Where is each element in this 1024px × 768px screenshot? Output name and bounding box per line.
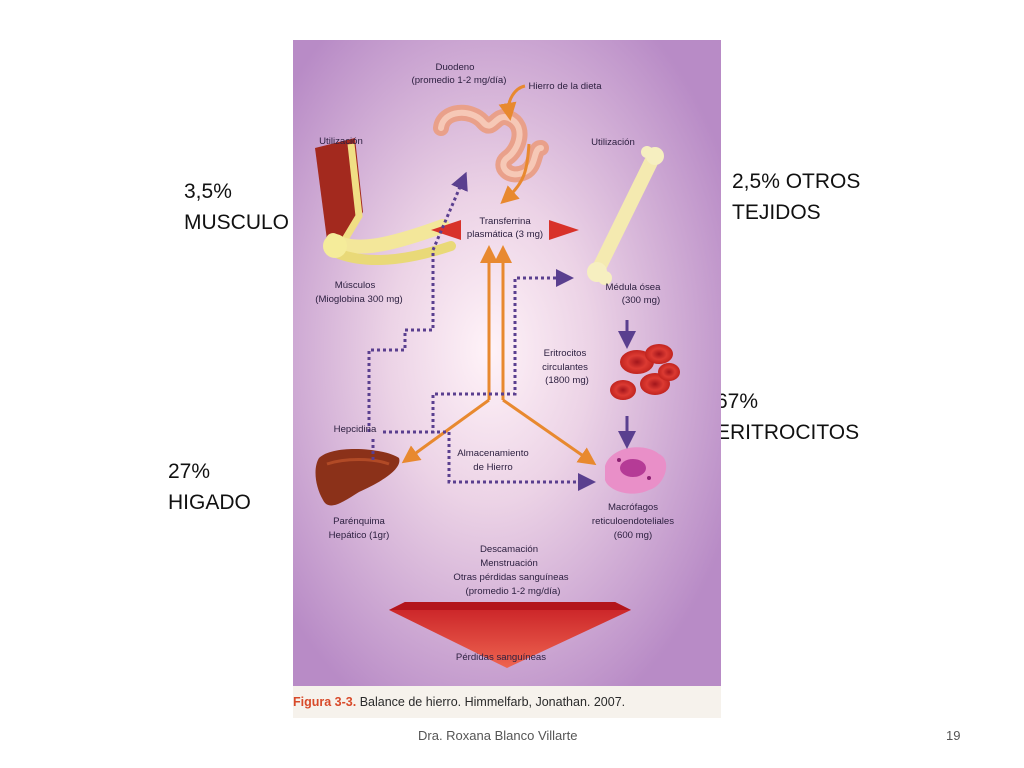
medula-label-2: (300 mg) bbox=[622, 295, 660, 306]
higado-label: 27% HIGADO bbox=[168, 456, 251, 518]
perdidas-label-3: Otras pérdidas sanguíneas bbox=[453, 572, 568, 583]
orange-flows bbox=[401, 84, 597, 466]
liver bbox=[315, 448, 400, 506]
almacen-label-2: de Hierro bbox=[473, 462, 512, 473]
musculo-label: 3,5% MUSCULO bbox=[184, 176, 289, 238]
parenquima-label-1: Parénquima bbox=[333, 516, 385, 527]
bone bbox=[587, 146, 664, 285]
dotted-pathways bbox=[367, 171, 596, 491]
footer-page-number: 19 bbox=[946, 728, 961, 743]
musculo-text: MUSCULO bbox=[184, 211, 290, 234]
eritrocitos-fig-label-3: (1800 mg) bbox=[545, 375, 589, 386]
medula-label-1: Médula ósea bbox=[606, 282, 662, 293]
caption-background bbox=[293, 686, 721, 718]
hierro-dieta-label: Hierro de la dieta bbox=[528, 81, 602, 92]
red-blood-cells bbox=[610, 344, 680, 400]
iron-balance-figure: Duodeno (promedio 1-2 mg/día) Hierro de … bbox=[293, 40, 721, 718]
almacen-label-1: Almacenamiento bbox=[457, 448, 528, 459]
otros-percent: 2,5% OTROS bbox=[732, 170, 861, 193]
transferrina-label-1: Transferrina bbox=[479, 216, 531, 227]
caption-rest: Balance de hierro. Himmelfarb, Jonathan.… bbox=[356, 695, 625, 709]
macrofagos-label-1: Macrófagos bbox=[608, 502, 658, 513]
transferrina-arrow-right bbox=[549, 220, 579, 240]
macrofagos-label-2: reticuloendoteliales bbox=[592, 516, 674, 527]
perdidas-label-1: Descamación bbox=[480, 544, 538, 555]
transferrina-label-2: plasmática (3 mg) bbox=[467, 229, 543, 240]
musculo-percent: 3,5% bbox=[184, 180, 232, 203]
perdidas-sanguineas-label: Pérdidas sanguíneas bbox=[456, 652, 546, 663]
eritrocitos-fig-label-2: circulantes bbox=[542, 362, 588, 373]
eritrocitos-label: 67% ERITROCITOS bbox=[716, 386, 859, 448]
hepcidina-label: Hepcidina bbox=[334, 424, 377, 435]
utilizacion-left-label: Utilización bbox=[319, 136, 363, 147]
eritro-percent: 67% bbox=[716, 390, 759, 413]
transferrina-arrow-left bbox=[431, 220, 461, 240]
duodeno-organ bbox=[433, 104, 549, 183]
eritrocitos-fig-label-1: Eritrocitos bbox=[544, 348, 587, 359]
parenquima-label-2: Hepático (1gr) bbox=[329, 530, 390, 541]
musculos-label-1: Músculos bbox=[335, 280, 376, 291]
footer-author: Dra. Roxana Blanco Villarte bbox=[418, 728, 578, 743]
otros-text: TEJIDOS bbox=[732, 201, 821, 224]
blood-loss-triangle bbox=[389, 602, 631, 668]
otros-tejidos-label: 2,5% OTROS TEJIDOS bbox=[732, 166, 860, 228]
duodeno-label: Duodeno bbox=[436, 62, 475, 73]
duodeno-avg-label: (promedio 1-2 mg/día) bbox=[412, 75, 507, 86]
macrophage bbox=[605, 447, 667, 494]
eritro-text: ERITROCITOS bbox=[716, 421, 860, 444]
utilizacion-right-label: Utilización bbox=[591, 137, 635, 148]
perdidas-label-2: Menstruación bbox=[480, 558, 538, 569]
figure-caption: Figura 3-3. Balance de hierro. Himmelfar… bbox=[293, 695, 625, 709]
higado-percent: 27% bbox=[168, 460, 211, 483]
macrofagos-label-3: (600 mg) bbox=[614, 530, 652, 541]
perdidas-label-4: (promedio 1-2 mg/día) bbox=[466, 586, 561, 597]
higado-text: HIGADO bbox=[168, 491, 251, 514]
muscle-arm bbox=[315, 138, 456, 266]
musculos-label-2: (Mioglobina 300 mg) bbox=[315, 294, 402, 305]
caption-bold: Figura 3-3. bbox=[293, 695, 356, 709]
